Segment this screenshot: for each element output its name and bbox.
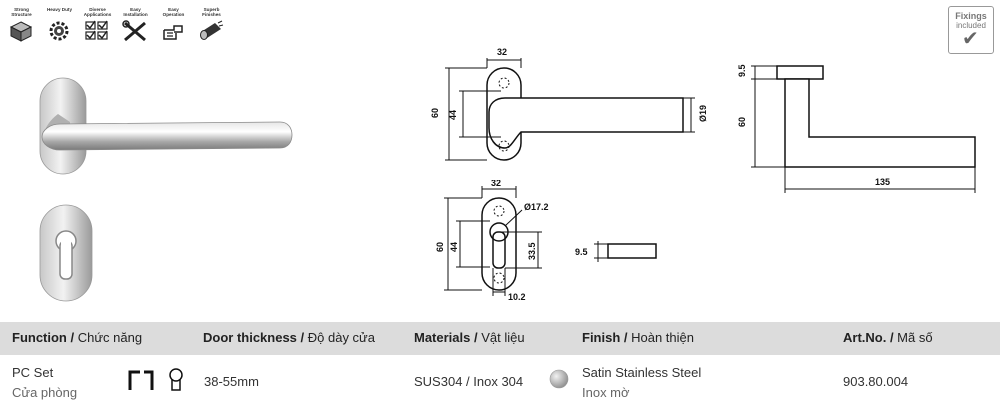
header-function: Function / Chức năng [12,330,143,345]
dim-length-label: 135 [875,177,890,187]
function-value: PC Set [12,365,54,380]
function-value-vi: Cửa phòng [12,385,78,400]
tools-icon [122,20,146,42]
feature-easy-operation: Easy Operation [157,7,190,41]
finish-roll-icon [200,20,224,40]
door-thickness-value: 38-55mm [204,374,259,389]
header-art-no: Art.No. / Mã số [843,330,933,345]
escutcheon-side-drawing: 9.5 [575,241,657,262]
dim-height-label: 60 [435,242,445,252]
header-materials: Materials / Vật liệu [414,330,525,345]
finish-value: Satin Stainless Steel [582,365,702,380]
header-door-thickness: Door thickness / Độ dày cửa [203,330,375,345]
fixings-label: Fixings [955,11,987,21]
dim-inner-label: 44 [449,242,459,252]
escutcheon-photo [39,204,93,302]
dim-thick-label: 9.5 [575,247,588,257]
feature-superb-finishes: Superb Finishes [195,7,228,41]
dim-center-label: 33.5 [527,242,537,260]
hand-press-icon [163,25,183,40]
feature-label: Easy Installation [123,7,148,17]
feature-label: Strong Structure [11,7,32,17]
feature-label: Easy Operation [162,7,185,17]
included-label: included [956,21,986,30]
feature-label: Superb Finishes [202,7,221,17]
feature-strong-structure: Strong Structure [5,7,38,42]
dim-dia-label: Ø19 [698,105,708,122]
feature-label: Heavy Duty [46,7,73,12]
dim-width-label: 32 [497,47,507,57]
dim-height-label: 60 [430,108,440,118]
lever-handle-photo [39,77,293,175]
checklist-icon [85,20,108,40]
function-icons [128,368,183,391]
dim-dia-label: Ø17.2 [524,202,549,212]
check-icon: ✔ [962,28,979,50]
dim-rose-label: 9.5 [737,64,747,77]
fixings-included-badge: Fixings included ✔ [948,6,994,54]
dim-inner-label: 44 [448,110,458,120]
header-finish: Finish / Hoàn thiện [582,330,694,345]
gear-icon [49,21,69,41]
escutcheon-drawing: 32 60 44 Ø17.2 33.5 10.2 [435,180,549,300]
feature-easy-installation: Easy Installation [119,7,152,42]
finish-value-vi: Inox mờ [582,385,630,400]
spec-table-header [0,322,1000,355]
material-value: SUS304 / Inox 304 [414,374,524,389]
dim-bottom-label: 10.2 [508,292,526,300]
feature-label: Diverse Applications [83,7,112,17]
finish-swatch-icon [549,369,569,389]
cube-structure-icon [9,21,33,42]
feature-diverse-applications: Diverse Applications [81,7,114,41]
door-lever-icon [128,370,140,390]
feature-heavy-duty: Heavy Duty [43,7,76,41]
handle-front-drawing: 32 60 44 Ø19 [430,47,708,161]
handle-side-drawing: 9.5 60 135 [737,64,976,193]
art-no-value: 903.80.004 [843,374,909,389]
dim-width-label: 32 [491,180,501,188]
dim-height-label: 60 [737,117,747,127]
keyhole-icon [169,368,183,391]
